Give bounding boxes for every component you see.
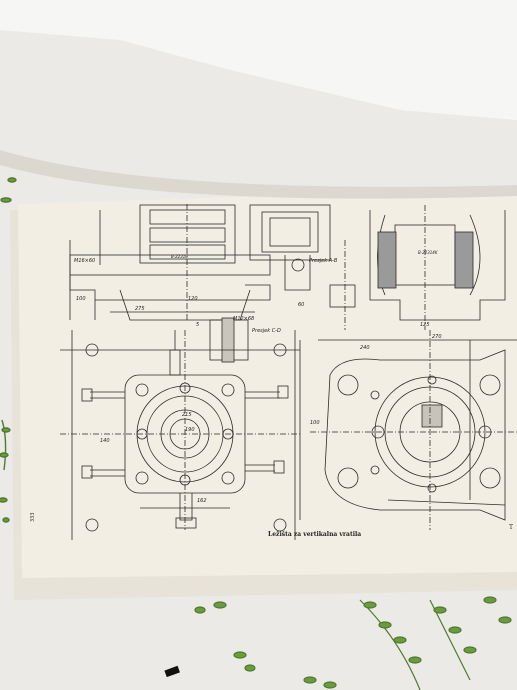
plant-left-icon xyxy=(0,177,17,523)
bearing-label-2: B-22314K xyxy=(418,250,438,255)
section-ab-frame xyxy=(249,204,331,261)
dim-60: 60 xyxy=(298,302,305,308)
dim-120: 120 xyxy=(188,296,198,302)
dim-162: 162 xyxy=(197,498,207,504)
dark-object-icon xyxy=(164,665,180,678)
technical-drawing xyxy=(60,204,517,540)
bearing-label-1: B-22310 xyxy=(171,254,188,259)
edge-letter: T xyxy=(509,524,514,531)
paper-sheet xyxy=(18,188,517,578)
section-cd-label: Presjek C-D xyxy=(252,328,281,334)
bearing-housing-section xyxy=(139,204,236,264)
dim-140: 140 xyxy=(100,438,110,444)
dim-270: 270 xyxy=(432,334,442,340)
dim-100: 100 xyxy=(310,420,320,426)
dim-5: 5 xyxy=(196,322,200,328)
dim-240: 240 xyxy=(360,345,370,351)
fold-shadow xyxy=(0,150,517,199)
plant-bottom-icon xyxy=(194,596,512,690)
dim-215: 215 xyxy=(182,412,192,418)
dim-125: 125 xyxy=(420,322,430,328)
dim-100-left: 100 xyxy=(76,296,86,302)
thread-label-left: M16×60 xyxy=(74,258,96,264)
dim-275: 275 xyxy=(135,306,145,312)
plan-view-right xyxy=(324,349,506,521)
drawing-caption: Ležišta za vertikalna vratila xyxy=(268,531,362,538)
dim-190: 190 xyxy=(185,427,195,433)
page-number: 333 xyxy=(30,512,36,522)
thread-label: M12×68 xyxy=(233,316,255,322)
section-ab-label: Presjek A-B xyxy=(309,258,338,264)
light-area xyxy=(0,0,517,120)
